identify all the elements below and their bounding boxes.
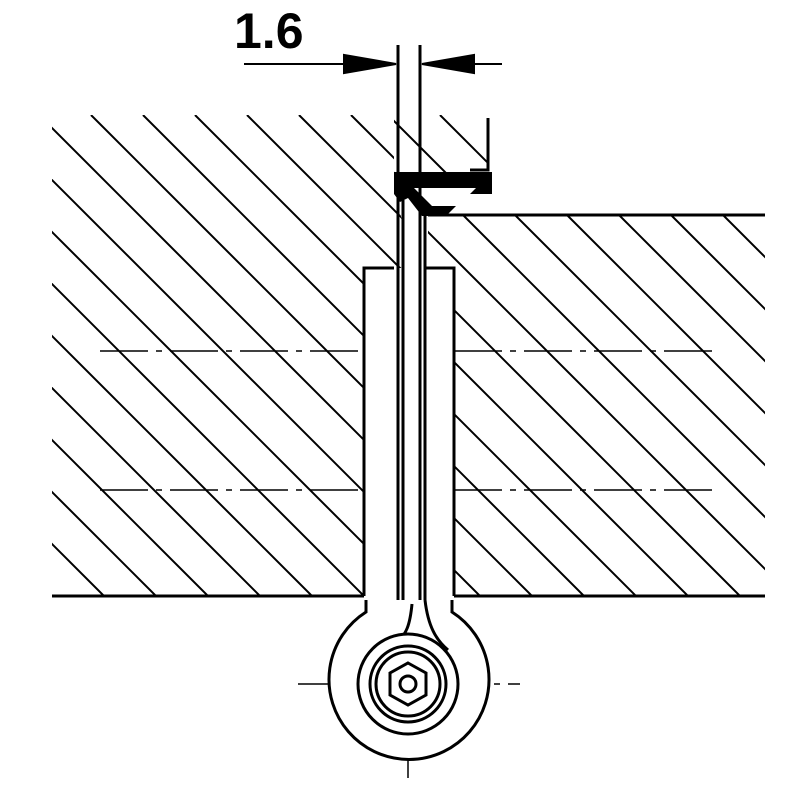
top-insert-hatching <box>394 115 550 173</box>
hatch-line <box>775 215 800 596</box>
hatch-line <box>670 215 765 596</box>
hatch-line <box>298 115 402 596</box>
hatch-line <box>428 215 585 596</box>
hatch-line <box>52 115 365 596</box>
top-insert-bracket <box>470 118 490 172</box>
hinge-leaves <box>396 45 427 600</box>
pin-center <box>398 674 418 694</box>
hatch-line <box>52 115 402 596</box>
hatch-line <box>52 115 261 596</box>
arrow-left-icon <box>421 53 475 75</box>
left-part-hatching <box>52 115 402 596</box>
hatch-line <box>246 115 402 596</box>
dimension-label: 1.6 <box>234 3 304 59</box>
hatch-line <box>194 115 402 596</box>
hatch-line <box>492 115 550 173</box>
part-outlines <box>52 213 765 598</box>
arrow-right-icon <box>343 53 397 75</box>
hatch-line <box>618 215 765 596</box>
hatch-line <box>52 115 53 596</box>
dimension-gap <box>244 53 502 75</box>
hatch-line <box>394 115 395 173</box>
hatch-line <box>439 115 488 173</box>
hatch-line <box>566 215 765 596</box>
hatch-line <box>52 115 313 596</box>
hatch-line <box>428 215 689 596</box>
hatch-line <box>462 215 765 596</box>
hinge-knuckle <box>327 599 491 761</box>
hatch-line <box>52 115 157 596</box>
hatch-line <box>52 115 402 596</box>
hatch-line <box>52 115 105 596</box>
hatch-line <box>52 115 209 596</box>
hatch-line <box>428 215 741 596</box>
hinge-channel <box>366 270 452 596</box>
hatch-line <box>90 115 402 596</box>
hatch-line <box>514 215 765 596</box>
right-part-hatching <box>428 215 800 596</box>
seal-profile-inner <box>414 188 476 206</box>
right-recess-outline <box>426 266 456 596</box>
hatch-line <box>428 215 533 596</box>
hatch-line <box>428 215 765 596</box>
left-recess-outline <box>362 266 394 596</box>
